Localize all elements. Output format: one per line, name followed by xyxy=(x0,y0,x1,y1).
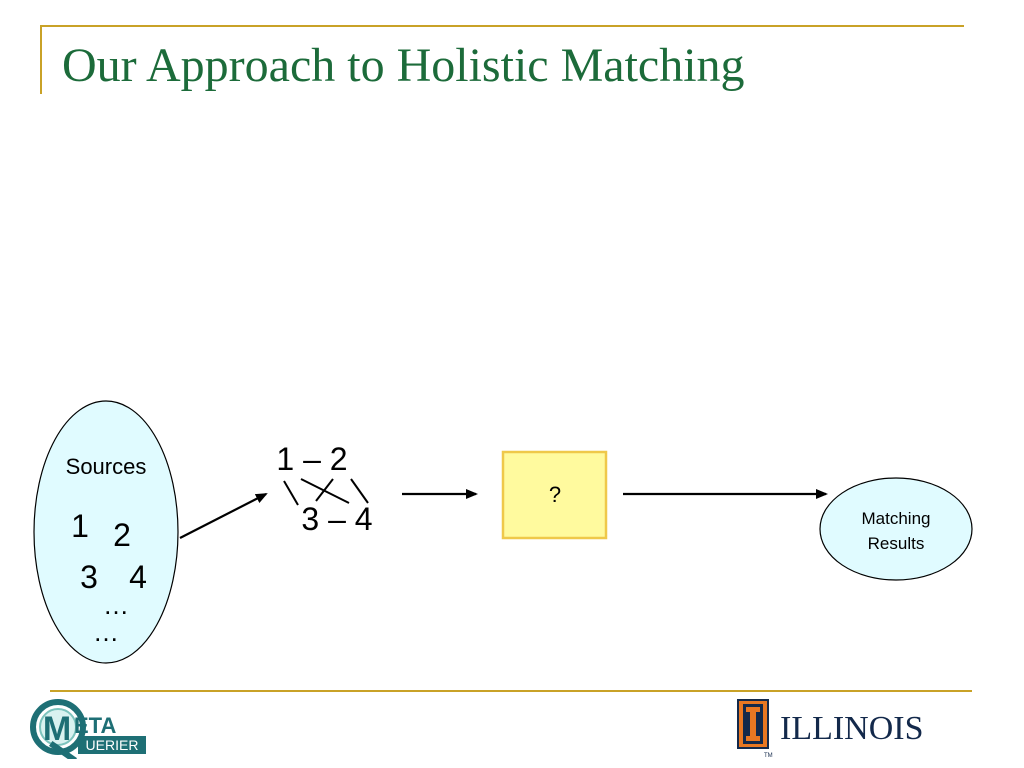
results-label-line1: Matching xyxy=(862,509,931,528)
sources-label: Sources xyxy=(66,454,147,479)
logo-querier-letters: UERIER xyxy=(86,737,139,753)
illinois-logo: ILLINOIS TM xyxy=(737,699,924,759)
source-number-2: 2 xyxy=(113,517,131,553)
footer-divider xyxy=(50,690,972,692)
graph-edge-1-3 xyxy=(283,480,299,506)
graph-top-text: 1 – 2 xyxy=(276,441,347,477)
source-number-4: 4 xyxy=(129,559,147,595)
results-ellipse xyxy=(819,477,973,581)
illinois-tm: TM xyxy=(764,753,773,759)
graph-edge-2-4 xyxy=(350,478,369,504)
source-number-3: 3 xyxy=(80,559,98,595)
source-ellipsis-upper: … xyxy=(103,590,129,620)
results-label-line2: Results xyxy=(868,534,925,553)
source-number-1: 1 xyxy=(71,508,89,544)
graph-edge-2-3 xyxy=(315,478,334,502)
title-accent-horizontal xyxy=(40,25,964,27)
metaquerier-logo: M ETA UERIER xyxy=(30,699,146,759)
graph-edge-1-4 xyxy=(300,478,350,504)
logo-meta-letters: ETA xyxy=(74,713,116,738)
source-ellipsis-lower: … xyxy=(93,617,119,647)
logo-m-letter: M xyxy=(43,710,71,748)
graph-bottom-text: 3 – 4 xyxy=(301,501,372,537)
illinois-wordmark: ILLINOIS xyxy=(780,710,924,747)
process-box xyxy=(501,450,608,540)
arrow-sources-to-graph xyxy=(179,493,268,539)
title-accent-vertical xyxy=(40,26,42,94)
process-box-label: ? xyxy=(549,482,561,507)
sources-ellipse xyxy=(33,400,179,664)
slide-title: Our Approach to Holistic Matching xyxy=(62,39,745,92)
